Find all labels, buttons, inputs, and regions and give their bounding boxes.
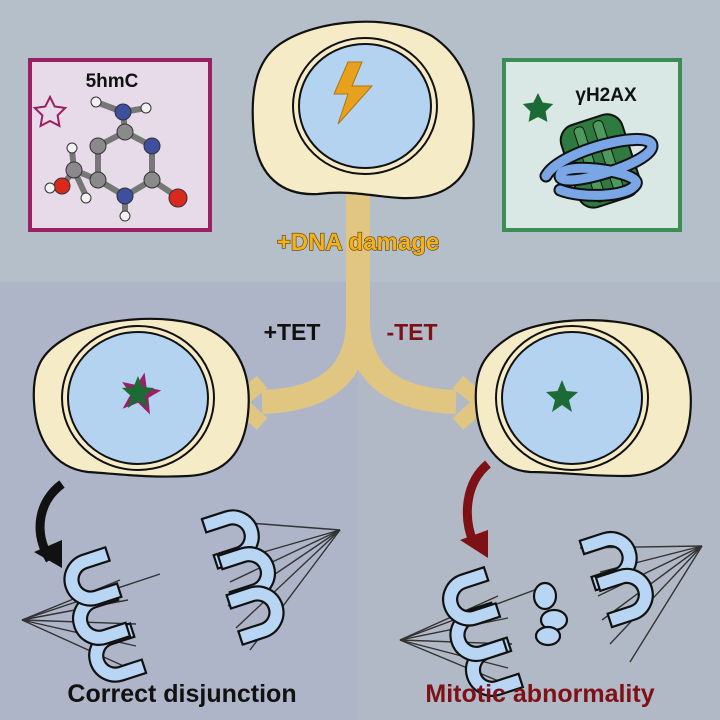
cell-nucleus-outer: [61, 325, 215, 471]
outcome-mitotic-abnormality: Mitotic abnormality: [425, 680, 654, 708]
cell-nucleus: [298, 43, 432, 169]
cell-nucleus-outer: [292, 37, 438, 175]
filled-star-icon: [522, 93, 554, 122]
filled-star-icon: [546, 380, 578, 412]
filled-star-icon: [122, 376, 154, 408]
legend-h2ax-label: γH2AX: [575, 85, 637, 106]
cell-nucleus-outer: [495, 325, 649, 471]
dna-damage-label: +DNA damage: [277, 229, 440, 256]
spindle-abnormal: [399, 524, 703, 704]
legend-5hmc-label: 5hmC: [86, 71, 139, 92]
lightning-icon: [333, 61, 374, 125]
spindle-correct: [21, 502, 341, 690]
outcome-correct-disjunction: Correct disjunction: [67, 680, 296, 708]
molecule-atoms: [44, 96, 188, 222]
outline-star-icon: [32, 94, 68, 128]
cell-nucleus: [501, 331, 643, 465]
arrow-to-correct-disjunction: [34, 480, 65, 568]
legend-5hmc-box: 5hmC: [28, 58, 212, 232]
damaged-cell: [251, 20, 475, 200]
damage-pathway: [261, 170, 457, 414]
nucleosome-icon: [539, 113, 659, 209]
arrow-to-mitotic-abnormality: [460, 460, 492, 558]
cell-plus-tet: [32, 317, 250, 478]
plus-tet-label: +TET: [264, 319, 321, 345]
legend-h2ax-box: γH2AX: [502, 58, 682, 232]
lagging-chromosome: [532, 581, 569, 647]
cell-minus-tet: [474, 319, 692, 478]
minus-tet-label: -TET: [386, 319, 437, 345]
